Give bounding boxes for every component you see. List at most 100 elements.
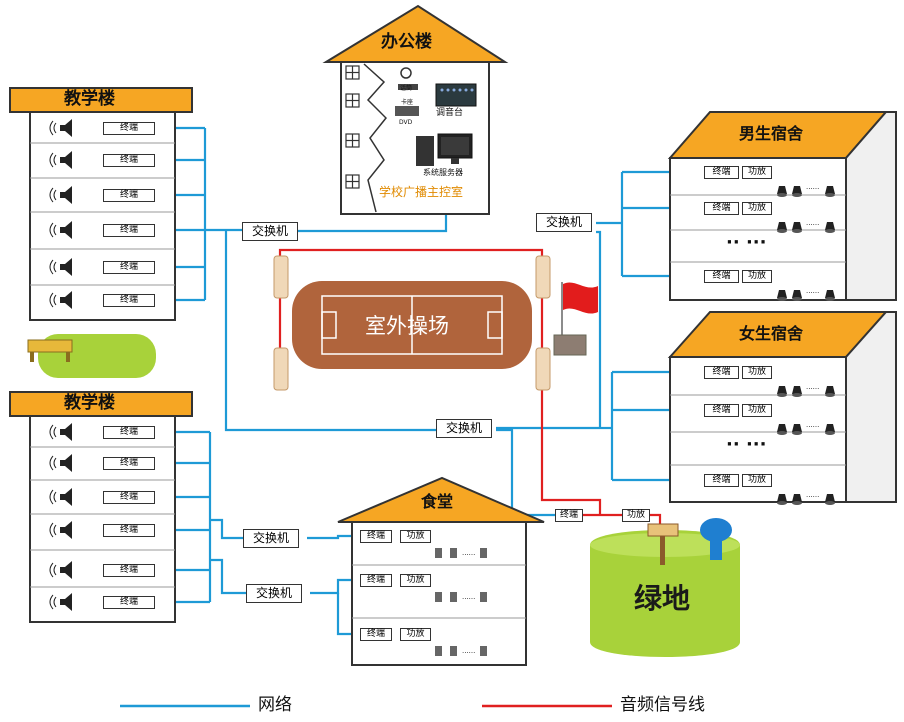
speaker-ellipsis: ...... xyxy=(806,183,820,191)
mixer-label: 调音台 xyxy=(436,108,464,118)
speaker-icon xyxy=(49,488,72,506)
terminal-box: 终端 xyxy=(103,564,155,577)
teaching-building-bottom xyxy=(9,391,193,623)
dorm-amp-box: 功放 xyxy=(742,166,772,179)
sign-post-icon xyxy=(660,530,665,565)
switch-top-right: 交换机 xyxy=(536,213,592,232)
dorm-terminal-box: 终端 xyxy=(704,474,739,487)
control-room-label: 学校广播主控室 xyxy=(379,185,464,199)
ceiling-speaker-icon xyxy=(777,186,787,197)
mic-label: 话筒 xyxy=(400,85,413,92)
ceiling-speaker-icon xyxy=(825,386,835,397)
speaker-ellipsis: ...... xyxy=(806,383,820,391)
canteen-terminal-box: 终端 xyxy=(360,574,392,587)
speaker-ellipsis: ...... xyxy=(806,287,820,295)
server-label: 系统服务器 xyxy=(423,168,463,177)
switch-top-left: 交换机 xyxy=(242,222,298,241)
speaker-icon xyxy=(49,423,72,441)
dorm-ellipsis: ·· ··· xyxy=(726,434,767,455)
server-tower-icon xyxy=(416,136,434,166)
dorm-ellipsis: ·· ··· xyxy=(726,232,767,253)
flag-icon xyxy=(563,282,598,314)
ceiling-speaker-icon xyxy=(777,494,787,505)
canteen-terminal-box: 终端 xyxy=(360,628,392,641)
male-dorm-title: 男生宿舍 xyxy=(739,124,804,143)
ceiling-speaker-icon xyxy=(777,222,787,233)
column-speakers xyxy=(273,255,551,391)
ceiling-speaker-icon xyxy=(777,386,787,397)
playground-label: 室外操场 xyxy=(365,314,449,338)
wall-speaker-icon xyxy=(435,646,442,656)
speaker-icon xyxy=(49,221,72,239)
ceiling-speaker-icon xyxy=(825,186,835,197)
ceiling-speaker-icon xyxy=(825,222,835,233)
speaker-ellipsis: ...... xyxy=(806,421,820,429)
wall-speaker-icon xyxy=(450,646,457,656)
dvd-label: DVD xyxy=(399,119,413,126)
speaker-icon xyxy=(49,291,72,309)
green-area xyxy=(590,518,740,657)
wall-speaker-icon xyxy=(435,548,442,558)
female-dorm-title: 女生宿舍 xyxy=(739,324,804,343)
mixer-knobs xyxy=(440,88,474,92)
teaching-bottom-title: 教学楼 xyxy=(64,393,115,413)
legend-network-label: 网络 xyxy=(258,695,292,715)
speaker-icon xyxy=(49,593,72,611)
canteen-terminal-box: 终端 xyxy=(360,530,392,543)
switch-bottom-1: 交换机 xyxy=(243,529,299,548)
terminal-box: 终端 xyxy=(103,491,155,504)
terminal-box: 终端 xyxy=(103,457,155,470)
ceiling-speaker-icon xyxy=(825,424,835,435)
canteen-amp-box: 功放 xyxy=(400,628,431,641)
dorm-terminal-box: 终端 xyxy=(704,202,739,215)
ceiling-speaker-icon xyxy=(777,424,787,435)
ceiling-speaker-icon xyxy=(792,186,802,197)
terminal-box: 终端 xyxy=(103,154,155,167)
dorm-amp-box: 功放 xyxy=(742,270,772,283)
wall-speaker-icon xyxy=(450,592,457,602)
canteen-ellipsis: ...... xyxy=(462,549,476,557)
tuner-label: 卡座 xyxy=(401,99,414,106)
wall-speaker-icon xyxy=(480,548,487,558)
ceiling-speaker-icon xyxy=(792,494,802,505)
speaker-icon xyxy=(49,521,72,539)
mixer-icon xyxy=(435,83,477,107)
ceiling-speaker-icon xyxy=(825,494,835,505)
speaker-icon xyxy=(49,119,72,137)
wall-speaker-icon xyxy=(480,592,487,602)
canteen-amp-box: 功放 xyxy=(400,574,431,587)
tuner-device-icon xyxy=(398,84,418,90)
teaching-building-top xyxy=(9,87,193,321)
terminal-box: 终端 xyxy=(103,596,155,609)
speaker-ellipsis: ...... xyxy=(806,491,820,499)
green-amp: 功放 xyxy=(622,509,650,522)
office-building xyxy=(322,4,509,215)
speaker-icon xyxy=(49,258,72,276)
terminal-box: 终端 xyxy=(103,189,155,202)
terminal-box: 终端 xyxy=(103,524,155,537)
ceiling-speaker-icon xyxy=(792,222,802,233)
canteen-title: 食堂 xyxy=(421,492,454,511)
speaker-icon xyxy=(49,454,72,472)
dorm-terminal-box: 终端 xyxy=(704,166,739,179)
office-title: 办公楼 xyxy=(381,32,432,52)
wall-speaker-icon xyxy=(450,548,457,558)
wall-speaker-icon xyxy=(480,646,487,656)
dynamic-layer xyxy=(49,119,835,656)
male-dorm-building xyxy=(667,111,897,301)
ceiling-speaker-icon xyxy=(777,290,787,301)
ceiling-speaker-icon xyxy=(825,290,835,301)
terminal-box: 终端 xyxy=(103,426,155,439)
switch-center: 交换机 xyxy=(436,419,492,438)
dorm-terminal-box: 终端 xyxy=(704,270,739,283)
dorm-amp-box: 功放 xyxy=(742,474,772,487)
terminal-box: 终端 xyxy=(103,224,155,237)
speaker-icon xyxy=(49,561,72,579)
terminal-box: 终端 xyxy=(103,261,155,274)
ceiling-speaker-icon xyxy=(792,386,802,397)
dorm-amp-box: 功放 xyxy=(742,202,772,215)
terminal-box: 终端 xyxy=(103,122,155,135)
teaching-top-title: 教学楼 xyxy=(64,89,115,109)
dorm-amp-box: 功放 xyxy=(742,404,772,417)
